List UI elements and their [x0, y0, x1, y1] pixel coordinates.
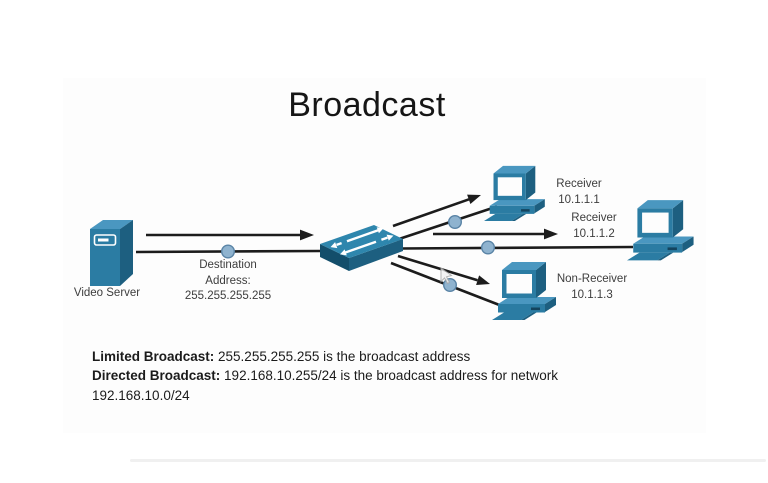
nonreceiver-name: Non-Receiver	[556, 273, 628, 285]
arrowheads	[300, 194, 558, 285]
receiver1-pc-icon	[484, 165, 545, 221]
bottom-shadow	[130, 459, 766, 462]
note-limited-broadcast: Limited Broadcast: 255.255.255.255 is th…	[92, 349, 471, 364]
note-directed-broadcast-cont: 192.168.10.0/24	[92, 387, 190, 403]
arrowhead-receiver1	[467, 194, 481, 204]
packet-dot	[220, 244, 235, 259]
note-directed-broadcast: Directed Broadcast: 192.168.10.255/24 is…	[92, 368, 559, 384]
arrowhead-receiver2	[544, 228, 558, 240]
packet-dot	[448, 214, 463, 229]
destination-address-label: Destination Address: 255.255.255.255	[160, 258, 296, 305]
arrowhead-nonreceiver	[476, 275, 490, 285]
page-title: Broadcast	[288, 86, 446, 124]
packet-dot	[481, 240, 496, 255]
video-server-label: Video Server	[73, 287, 141, 299]
nonreceiver-label: Non-Receiver 10.1.1.3	[543, 271, 641, 303]
receiver2-label: Receiver 10.1.1.2	[556, 210, 632, 242]
video-server-icon	[90, 220, 133, 286]
receiver1-ip: 10.1.1.1	[558, 194, 600, 206]
receiver2-pc-icon	[627, 200, 694, 261]
switch-arrows	[330, 227, 394, 256]
destination-line3: 255.255.255.255	[184, 290, 272, 302]
receiver1-name: Receiver	[556, 178, 602, 190]
nonreceiver-ip: 10.1.1.3	[571, 289, 613, 301]
broadcast-notes: Limited Broadcast: 255.255.255.255 is th…	[92, 347, 558, 405]
link-switch-receiver2	[400, 245, 634, 250]
switch-icon	[320, 225, 403, 271]
receiver2-name: Receiver	[571, 212, 617, 224]
packet-dots	[220, 214, 496, 293]
arrow-switch-to-nonreceiver	[397, 254, 478, 282]
cursor-icon	[440, 267, 453, 285]
destination-line1: Destination	[199, 259, 257, 271]
receiver2-ip: 10.1.1.2	[573, 228, 615, 240]
arrowhead-server-switch	[300, 229, 314, 241]
receiver1-label: Receiver 10.1.1.1	[545, 176, 613, 208]
destination-line2: Address:	[205, 274, 251, 287]
link-switch-receiver1	[395, 205, 498, 242]
arrow-switch-to-receiver1	[392, 198, 470, 228]
